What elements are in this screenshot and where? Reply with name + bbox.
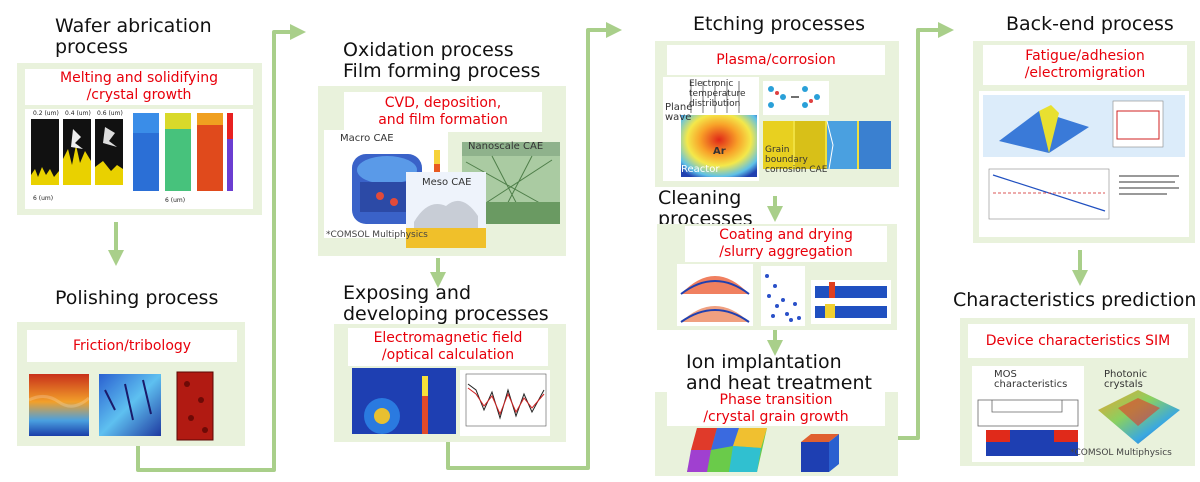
reactor-label: Reactor — [681, 164, 720, 175]
em-field-figure — [352, 368, 456, 434]
ion-title: Ion implantation and heat treatment — [686, 351, 872, 394]
ion-panel: Phase transition /crystal grain growth — [655, 392, 898, 476]
nanoscale-cae-label: Nanoscale CAE — [468, 141, 544, 152]
arrow-polishing-to-oxidation — [136, 24, 306, 472]
optical-calc-curves — [465, 373, 547, 427]
meso-cae-figure — [406, 172, 486, 248]
plasma-reactor-image — [681, 81, 757, 177]
photonic-image — [1098, 390, 1180, 444]
etching-panel: Plasma/corrosion Electronic temperature … — [655, 41, 899, 187]
wafer-fig-label-4: 6 (um) — [33, 195, 54, 202]
optical-calc-chart — [460, 370, 550, 436]
meso-cae-label: Meso CAE — [422, 177, 472, 188]
characteristics-comsol-note: *COMSOL Multiphysics — [1070, 448, 1172, 458]
slurry-particles-image — [765, 274, 801, 322]
slurry-particles-figure — [761, 266, 805, 326]
exposing-title: Exposing and developing processes — [343, 282, 549, 325]
characteristics-tag: Device characteristics SIM — [968, 324, 1188, 358]
arrow-exposing-to-etching — [446, 22, 622, 470]
backend-tag: Fatigue/adhesion /electromigration — [983, 45, 1187, 85]
oxidation-tag: CVD, deposition, and film formation — [344, 92, 542, 132]
polishing-title: Polishing process — [55, 287, 219, 309]
mos-image — [977, 399, 1079, 456]
polishing-tag: Friction/tribology — [27, 330, 237, 362]
heat-treatment-figure — [795, 432, 845, 472]
argon-label: Ar — [713, 146, 726, 157]
polishing-panel: Friction/tribology — [17, 322, 245, 446]
grain-growth-image — [687, 428, 767, 472]
coating-drying-image — [680, 276, 750, 323]
characteristics-title: Characteristics prediction — [953, 289, 1197, 311]
dendrite-growth-figure — [31, 113, 233, 191]
macro-cae-image — [352, 150, 440, 224]
aggregation-image — [815, 282, 887, 318]
oxidation-title: Oxidation process Film forming process — [343, 39, 541, 82]
wafer-fig-label-2: 0.4 (um) — [65, 110, 91, 117]
electronic-temp-label: Electronic temperature distribution — [689, 79, 746, 109]
arrow-ion-to-backend — [898, 22, 954, 440]
etching-title: Etching processes — [693, 13, 865, 35]
coating-drying-figure — [677, 264, 753, 326]
heat-treatment-cube — [801, 434, 839, 472]
fatigue-analysis-image — [983, 95, 1185, 220]
macro-cae-label: Macro CAE — [340, 133, 394, 144]
backend-title: Back-end process — [1006, 13, 1174, 35]
em-field-image — [352, 368, 456, 434]
grain-growth-figure — [687, 428, 767, 472]
exposing-panel: Electromagnetic field /optical calculati… — [334, 324, 566, 442]
wafer-fig-label-1: 0.2 (um) — [33, 110, 59, 117]
aggregation-figure — [811, 280, 891, 324]
grain-boundary-label: Grain boundary corrosion CAE — [765, 145, 828, 175]
meso-cae-image — [406, 200, 486, 248]
wafer-figure: 0.2 (um) 0.4 (um) 0.6 (um) 6 (um) 6 (um) — [25, 109, 253, 209]
wafer-tag: Melting and solidifying /crystal growth — [25, 69, 253, 105]
photonic-figure — [1088, 384, 1188, 450]
cleaning-panel: Coating and drying /slurry aggregation — [657, 224, 897, 330]
mos-label: MOS characteristics — [994, 369, 1068, 390]
photonic-label: Photonic crystals — [1104, 369, 1148, 390]
oxidation-panel: CVD, deposition, and film formation Macr… — [318, 86, 566, 256]
grain-corrosion-figure — [763, 121, 891, 169]
cleaning-tag: Coating and drying /slurry aggregation — [685, 226, 887, 262]
fatigue-analysis-figure — [979, 91, 1189, 237]
mos-figure — [972, 366, 1084, 462]
wafer-fig-label-3: 0.6 (um) — [97, 110, 123, 117]
wafer-title: Wafer abrication process — [55, 15, 212, 58]
grain-corrosion-image — [763, 121, 891, 169]
tribology-figure — [25, 370, 239, 442]
etching-tag: Plasma/corrosion — [667, 45, 885, 75]
plane-wave-label: Plane wave — [665, 102, 693, 123]
atom-lattice-image — [768, 86, 820, 108]
exposing-tag: Electromagnetic field /optical calculati… — [348, 328, 548, 366]
oxidation-comsol-note: *COMSOL Multiphysics — [326, 230, 428, 240]
wafer-panel: Melting and solidifying /crystal growth … — [17, 63, 262, 215]
ion-tag: Phase transition /crystal grain growth — [667, 392, 885, 426]
backend-panel: Fatigue/adhesion /electromigration — [973, 41, 1195, 243]
plasma-reactor-figure — [663, 77, 759, 181]
characteristics-panel: Device characteristics SIM MOS character… — [960, 318, 1195, 466]
tribology-sim-images — [28, 371, 214, 441]
atom-lattice-figure — [763, 81, 829, 115]
wafer-fig-label-5: 6 (um) — [165, 197, 186, 204]
